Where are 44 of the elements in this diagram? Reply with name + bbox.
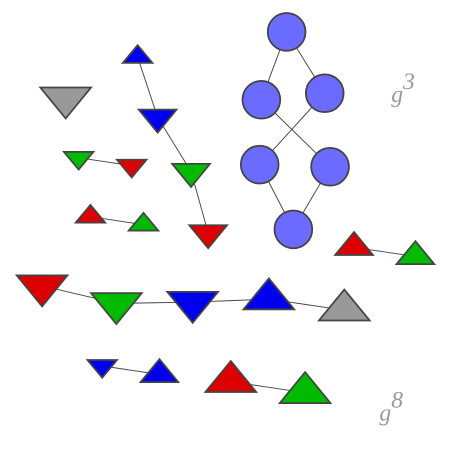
- node-triangle: [38, 86, 92, 120]
- node-triangle: [316, 288, 372, 322]
- connector: [110, 366, 148, 374]
- connector: [272, 106, 312, 152]
- node-triangle: [277, 370, 332, 404]
- node-circle: [266, 12, 306, 52]
- node-circle: [241, 80, 281, 120]
- connector: [287, 301, 329, 308]
- node-triangle: [14, 274, 69, 308]
- node-triangle: [85, 359, 118, 380]
- node-triangle: [138, 358, 180, 383]
- node-circle: [310, 147, 350, 186]
- node-triangle: [332, 230, 374, 256]
- node-triangle: [186, 224, 228, 250]
- node-triangle: [88, 292, 144, 326]
- connector: [132, 302, 176, 304]
- node-triangle: [136, 108, 178, 134]
- node-triangle: [114, 158, 148, 179]
- node-triangle: [394, 240, 436, 266]
- connector: [138, 62, 155, 110]
- node-circle: [273, 210, 313, 250]
- node-triangle: [120, 44, 154, 64]
- connector: [368, 249, 404, 256]
- connector: [101, 218, 135, 224]
- connector: [86, 158, 120, 164]
- connector: [302, 182, 320, 214]
- connector: [267, 49, 280, 82]
- connector: [296, 48, 315, 78]
- node-triangle: [73, 204, 107, 224]
- node-triangle: [126, 211, 160, 232]
- connector: [249, 384, 290, 391]
- node-circle: [304, 74, 344, 113]
- node-triangle: [241, 277, 296, 310]
- connector: [55, 288, 96, 299]
- node-triangle: [164, 290, 220, 324]
- node-triangle: [203, 360, 258, 393]
- node-triangle: [170, 163, 212, 188]
- connector: [193, 182, 206, 226]
- connector: [162, 126, 186, 164]
- node-circle: [239, 144, 279, 184]
- connector: [268, 181, 284, 213]
- connector: [274, 112, 316, 154]
- connector: [209, 299, 252, 302]
- node-triangle: [62, 150, 95, 171]
